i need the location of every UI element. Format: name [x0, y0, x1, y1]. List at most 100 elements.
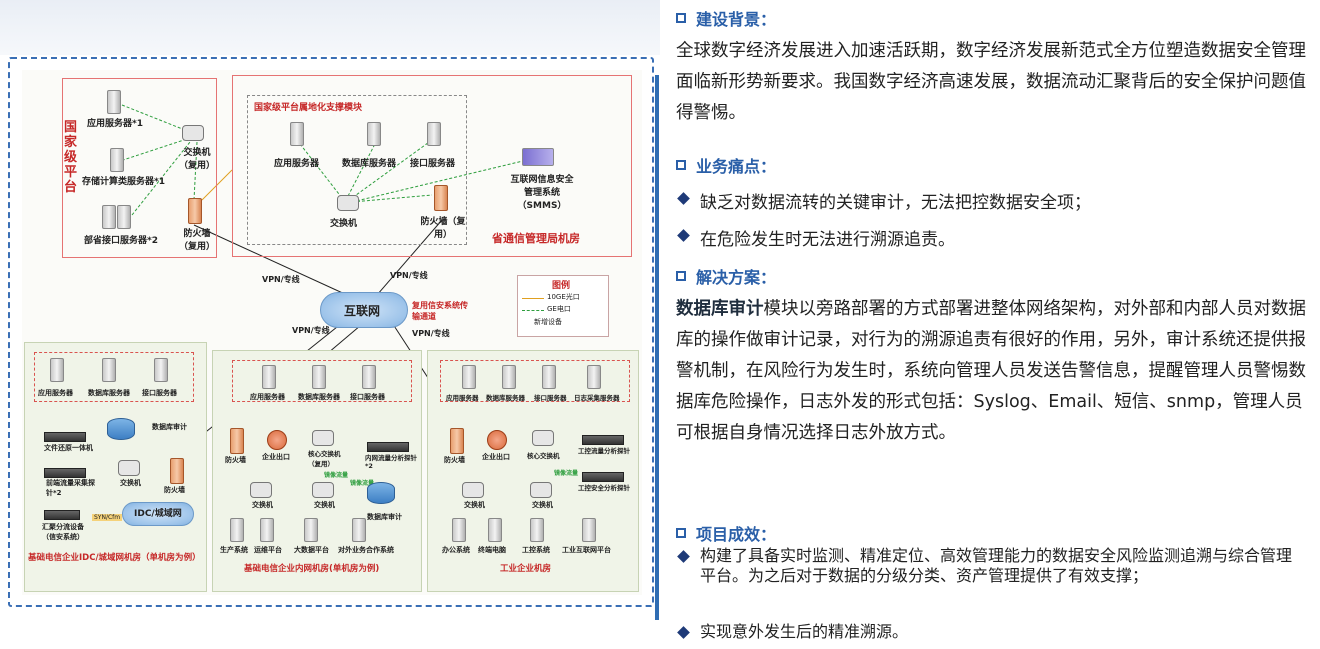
idc-firewall-icon [170, 458, 184, 484]
prov-app-server-icon [290, 122, 304, 146]
idc-tag: SYN/Cfm [92, 514, 123, 521]
painpoint-item-2: 在危险发生时无法进行溯源追责。 [676, 225, 1306, 250]
nat-interface-label: 部省接口服务器*2 [84, 236, 158, 246]
interface-server-icon [102, 205, 116, 229]
tel-exit-label: 企业出口 [262, 453, 290, 461]
idc-shunt-label: 汇聚分流设备（信安系统） [42, 523, 84, 541]
ind-biz-label-2: 终端电脑 [478, 546, 506, 554]
provincial-room-label: 省通信管理局机房 [492, 232, 580, 245]
ind-firewall-icon [450, 428, 464, 454]
idc-shunt-rack [44, 510, 80, 520]
tel-biz-icon-3 [304, 518, 318, 542]
idc-cloud-label: IDC/城域网 [134, 509, 182, 519]
square-bullet-icon [676, 271, 686, 281]
divider-bar [655, 75, 659, 620]
tel-iface-icon [362, 365, 376, 389]
painpoint-item-1-text: 缺乏对数据流转的关键审计，无法把控数据安全项； [700, 193, 1091, 213]
ind-biz-icon-2 [488, 518, 502, 542]
reuse-channel-label: 复用信安系统传输通道 [412, 301, 468, 321]
firewall-icon [188, 198, 202, 224]
nat-switch-label: 交换机（复用） [178, 148, 215, 171]
result-item-1: 构建了具备实时监测、精准定位、高效管理能力的数据安全风险监测追溯与综合管理平台。… [676, 546, 1306, 586]
tel-flow-label-2: 镜像流量 [350, 480, 375, 487]
telecom-room-label: 基础电信企业内网机房(单机房为例) [244, 564, 380, 574]
result-heading: 项目成效： [676, 521, 776, 545]
smms-label: 互联网信息安全管理系统（SMMS） [510, 175, 574, 211]
provincial-module-zone [247, 95, 467, 245]
ind-exit-label: 企业出口 [482, 453, 510, 461]
painpoint-heading: 业务痛点： [676, 153, 776, 177]
nat-storage-label: 存储计算类服务器*1 [82, 177, 165, 187]
background-paragraph: 全球数字经济发展进入加速活跃期，数字经济发展新范式全方位塑造数据安全管理面临新形… [676, 41, 1306, 123]
ind-iface-icon [542, 365, 556, 389]
ind-iface-label: 接口服务器 [534, 394, 567, 402]
legend-title: 图例 [552, 281, 571, 291]
prov-interface-label: 接口服务器 [410, 159, 456, 169]
idc-server-zone [34, 352, 194, 402]
telecom-server-zone [232, 360, 412, 402]
provincial-module-title: 国家级平台属地化支撑模块 [254, 103, 363, 113]
ind-flow-label: 镜像流量 [554, 470, 579, 477]
painpoint-item-2-text: 在危险发生时无法进行溯源追责。 [700, 230, 955, 250]
ind-log-label: 日志采集服务器 [574, 394, 620, 402]
app-server-icon [107, 90, 121, 114]
ind-biz-label-3: 工控系统 [522, 546, 550, 554]
background-heading-text: 建设背景： [696, 10, 777, 29]
idc-audit-db-icon [107, 418, 135, 440]
ind-firewall-label: 防火墙 [444, 456, 465, 464]
ind-switch1-label: 交换机 [464, 501, 485, 509]
diamond-bullet-icon [677, 192, 690, 205]
industry-server-zone [440, 360, 630, 402]
idc-room-label: 基础电信企业IDC/城域网机房（单机房为例） [28, 553, 201, 563]
tel-flow-label-1: 镜像流量 [324, 472, 349, 479]
ind-biz-label-4: 工业互联网平台 [562, 546, 611, 554]
solution-highlight: 数据库审计 [676, 299, 764, 319]
vpn-label-3: VPN/专线 [292, 326, 330, 335]
ind-biz-icon-1 [452, 518, 466, 542]
square-bullet-icon [676, 13, 686, 23]
tel-probe-label: 内网流量分析探针*2 [365, 454, 417, 470]
tel-switch2-icon [312, 482, 334, 498]
tel-biz-icon-2 [260, 518, 274, 542]
idc-db-icon [102, 358, 116, 382]
painpoint-heading-text: 业务痛点： [696, 157, 777, 176]
ind-app-icon [462, 365, 476, 389]
nat-app-label: 应用服务器*1 [87, 119, 143, 129]
prov-firewall-icon [434, 185, 448, 211]
ind-db-icon [502, 365, 516, 389]
ind-safety-label: 工控安全分析探针 [578, 484, 630, 492]
vpn-label-4: VPN/专线 [412, 329, 450, 338]
prov-db-server-icon [367, 122, 381, 146]
result-item-1-text: 构建了具备实时监测、精准定位、高效管理能力的数据安全风险监测追溯与综合管理平台。… [700, 546, 1293, 585]
idc-switch-label: 交换机 [120, 479, 141, 487]
tel-firewall-icon [230, 428, 244, 454]
tel-db-label: 数据库服务器 [298, 393, 340, 401]
legend-new-device: 新增设备 [534, 318, 562, 326]
ind-probe-label: 工控流量分析探针 [578, 447, 630, 455]
tel-app-label: 应用服务器 [250, 393, 285, 401]
national-side-title: 国家级平台 [64, 120, 78, 195]
idc-cloud [122, 502, 194, 526]
ind-switch2-icon [530, 482, 552, 498]
ind-switch2-label: 交换机 [532, 501, 553, 509]
idc-db-label: 数据库服务器 [88, 389, 130, 397]
prov-switch-icon [337, 195, 359, 211]
solution-paragraph: 数据库审计模块以旁路部署的方式部署进整体网络架构，对外部和内部人员对数据库的操作… [676, 294, 1306, 449]
idc-collect-label: 前端流量采集探针*2 [46, 479, 95, 497]
solution-body: 模块以旁路部署的方式部署进整体网络架构，对外部和内部人员对数据库的操作做审计记录… [676, 299, 1306, 443]
tel-core-label: 核心交换机（复用） [308, 450, 341, 468]
prov-interface-server-icon [427, 122, 441, 146]
tel-audit-db-icon [367, 482, 395, 504]
smms-server-icon [522, 148, 554, 166]
vpn-label-1: VPN/专线 [262, 275, 300, 284]
telecom-zone [212, 350, 422, 592]
legend-10ge: 10GE光口 [547, 293, 580, 301]
ind-core-switch-icon [532, 430, 554, 446]
national-zone [62, 78, 217, 258]
tel-db-icon [312, 365, 326, 389]
square-bullet-icon [676, 160, 686, 170]
internet-cloud [320, 292, 408, 328]
prov-app-label: 应用服务器 [274, 159, 320, 169]
tel-switch1-label: 交换机 [252, 501, 273, 509]
diamond-bullet-icon [677, 626, 690, 639]
